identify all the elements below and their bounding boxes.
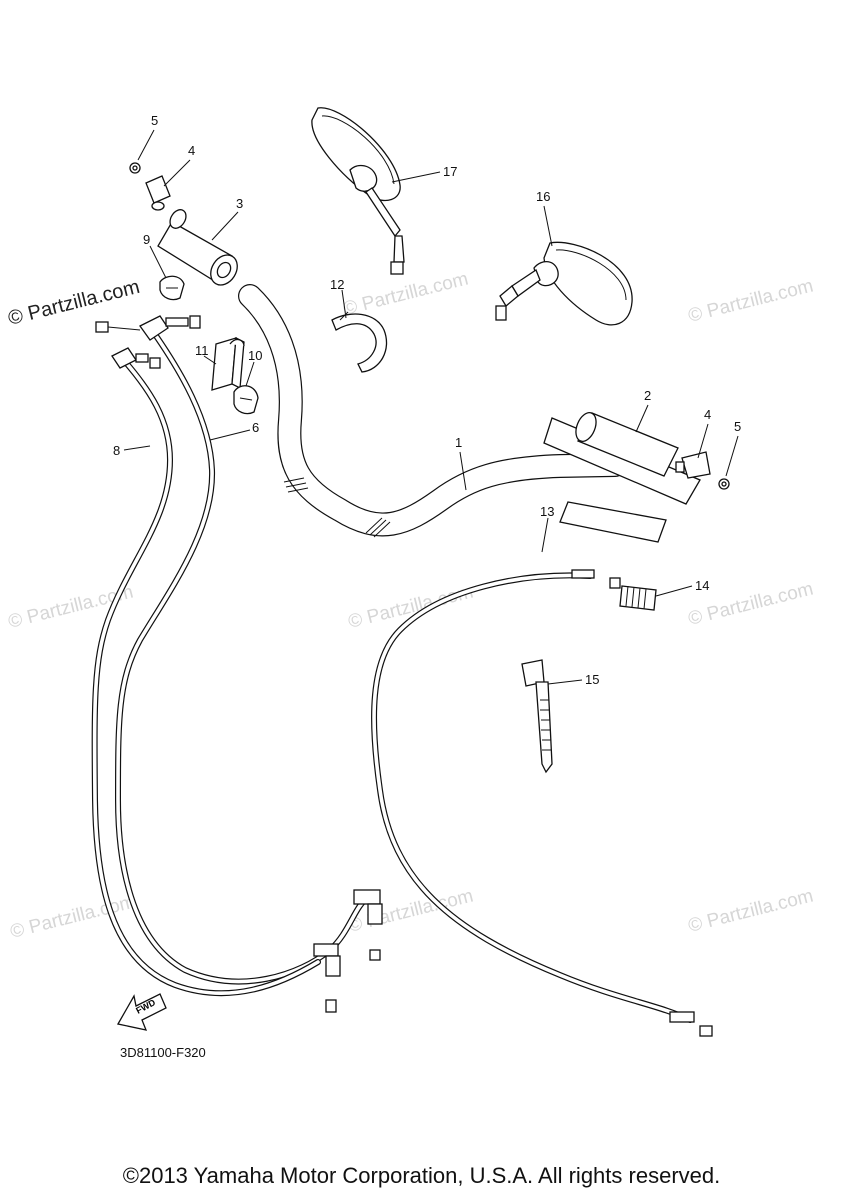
callout-5-left: 5	[151, 113, 158, 128]
mirror-right	[495, 241, 633, 326]
bar-end-right	[675, 451, 730, 490]
grip-right	[543, 412, 701, 543]
callout-13: 13	[540, 504, 554, 519]
callout-14: 14	[695, 578, 709, 593]
cable-clamp	[331, 311, 388, 373]
watermark: © Partzilla.com	[346, 582, 475, 633]
cable-fittings	[95, 315, 383, 1013]
callout-numbers: 1 2 3 4 4 5 5 6 8 9 10 11 12 13 14 15 16…	[113, 113, 741, 687]
throttle-cable-6	[114, 327, 371, 985]
bar-end-left	[129, 162, 171, 211]
handlebar	[238, 284, 627, 538]
callout-4-right: 4	[704, 407, 711, 422]
watermark-primary: © Partzilla.com	[6, 276, 142, 330]
cable-clip	[233, 385, 259, 415]
callout-3: 3	[236, 196, 243, 211]
callout-11: 11	[195, 343, 209, 358]
throttle-cable-8	[91, 355, 321, 997]
callout-8: 8	[113, 443, 120, 458]
cable-adjuster	[619, 585, 657, 611]
callout-6: 6	[252, 420, 259, 435]
watermark: © Partzilla.com	[686, 276, 815, 327]
callout-15: 15	[585, 672, 599, 687]
watermark: © Partzilla.com	[341, 269, 470, 320]
callout-9: 9	[143, 232, 150, 247]
callout-10: 10	[248, 348, 262, 363]
callout-1: 1	[455, 435, 462, 450]
cable-holder	[211, 336, 245, 391]
callout-5-right: 5	[734, 419, 741, 434]
grip-left	[157, 209, 238, 286]
copyright-notice: ©2013 Yamaha Motor Corporation, U.S.A. A…	[122, 1163, 721, 1188]
forward-arrow: FWD	[116, 993, 167, 1031]
callout-17: 17	[443, 164, 457, 179]
watermark-group: © Partzilla.com © Partzilla.com © Partzi…	[6, 269, 816, 943]
callout-16: 16	[536, 189, 550, 204]
callout-12: 12	[330, 277, 344, 292]
clutch-cable	[371, 569, 713, 1037]
watermark: © Partzilla.com	[686, 886, 815, 937]
cable-clamp-small	[159, 275, 185, 301]
mirror-left	[311, 107, 405, 275]
diagram-code: 3D81100-F320	[120, 1045, 206, 1060]
callout-4-left: 4	[188, 143, 195, 158]
leader-lines	[123, 129, 739, 685]
cable-tie	[521, 659, 553, 774]
callout-2: 2	[644, 388, 651, 403]
